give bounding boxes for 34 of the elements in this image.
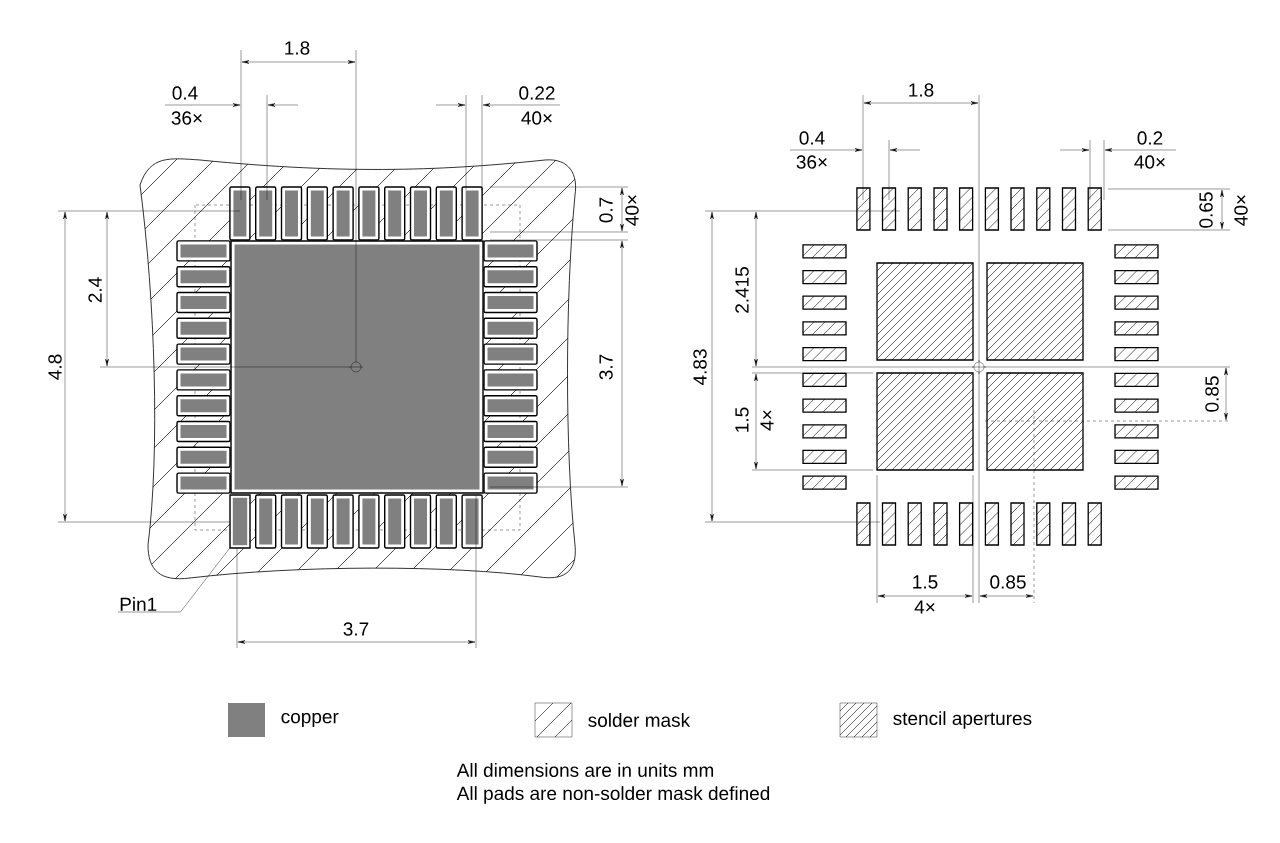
dimension-label: 4.8	[48, 354, 62, 380]
dimension-label: 3.7	[599, 354, 613, 380]
dimension-label: 40×	[625, 195, 639, 226]
dimension-label: 1.8	[285, 41, 310, 55]
dimension-label: 0.85	[1205, 376, 1219, 412]
dimension-label: 0.65	[1199, 192, 1213, 228]
dimension-label: 0.22	[519, 86, 555, 100]
dimension-label: 0.7	[599, 197, 613, 223]
note: All dimensions are in units mm	[456, 763, 714, 777]
dimension-label: 0.4	[172, 86, 198, 100]
dimension-label: 4×	[760, 410, 774, 431]
dimension-label: 4.83	[693, 349, 707, 386]
dimension-label: 36×	[796, 155, 827, 169]
dimension-label: 0.4	[799, 131, 825, 145]
legend-label: stencil apertures	[893, 711, 1032, 729]
dimension-label: 40×	[521, 111, 552, 125]
pad	[229, 494, 251, 549]
dimension-label: 1.5	[913, 575, 938, 589]
legend-label: solder mask	[588, 713, 691, 727]
dimension-label: 0.85	[990, 575, 1026, 589]
dimension-label: 0.2	[1137, 131, 1163, 145]
legend-label: copper	[281, 712, 339, 728]
pin-label: Pin1	[120, 597, 157, 611]
dimension-label: 2.415	[735, 267, 749, 313]
dimension-label: 36×	[171, 111, 202, 125]
dimension-label: 1.5	[735, 407, 749, 432]
note: All pads are non-solder mask defined	[456, 786, 770, 804]
leader-line	[117, 548, 230, 613]
dimension-label: 40×	[1234, 195, 1248, 226]
dimension-label: 40×	[1134, 155, 1165, 169]
dimension-label: 4×	[914, 600, 935, 614]
dimension-label: 1.8	[909, 83, 934, 97]
dimension-label: 3.7	[343, 622, 369, 636]
dimension-label: 2.4	[88, 277, 102, 303]
